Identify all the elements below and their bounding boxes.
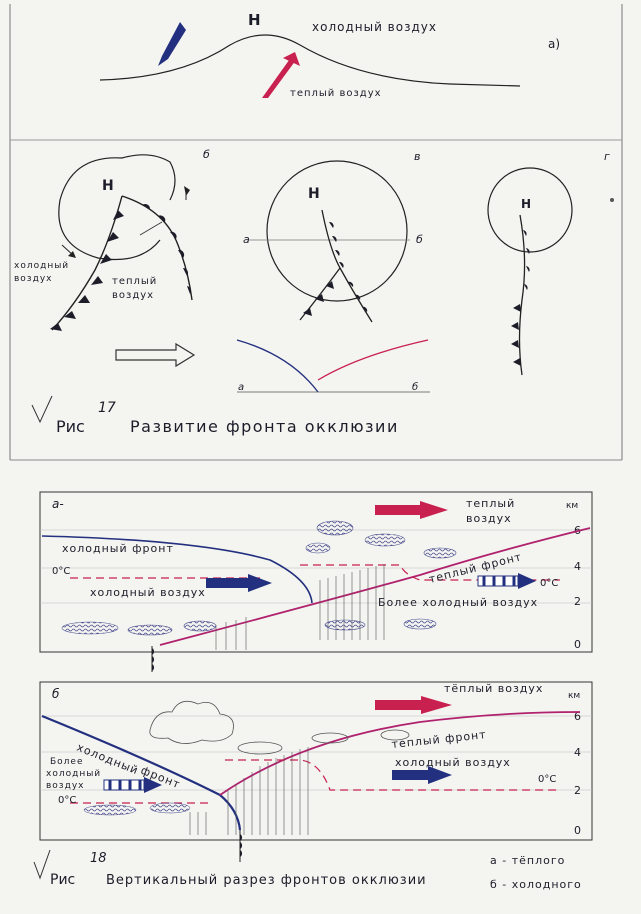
isobar-b (58, 157, 161, 261)
panel-b-low: Н (102, 178, 114, 194)
bottom-zero-c: 0°С (58, 795, 76, 806)
top-tick-2: 2 (574, 595, 581, 608)
bottom-zero-c-right: 0°С (538, 774, 556, 785)
warm-air-arrow-icon (262, 56, 296, 98)
panel-b-letter-v: в (414, 150, 420, 163)
bottom-tick-2: 2 (574, 784, 581, 797)
top-tick-0: 0 (574, 638, 581, 651)
caption-18: Рис 18 Вертикальный разрез фронтов окклю… (33, 849, 582, 891)
top-warm-air-2: воздух (466, 512, 512, 525)
top-zero-c-right: 0°С (540, 578, 558, 589)
bottom-tick-4: 4 (574, 746, 581, 759)
caption-17: Рис 17 Развитие фронта окклюзии (31, 395, 399, 436)
bottom-letter: б (52, 687, 60, 701)
isobar-v (266, 160, 408, 302)
section-top-frame (39, 491, 593, 653)
panel-b-warm-air-1: теплый (112, 276, 157, 287)
bottom-cold-air-arrow-icon (392, 766, 452, 784)
bottom-warm-front-line (219, 711, 581, 796)
sub-section-cold-line (236, 339, 319, 393)
section-top: км 6 4 2 0 (39, 491, 593, 672)
top-warm-air-1: теплый (466, 497, 515, 510)
caption-18-number: 18 (90, 851, 107, 866)
panel-a-low: Н (248, 11, 261, 29)
caption-18-text: Вертикальный разрез фронтов окклюзии (106, 873, 427, 888)
isobar-g (487, 167, 573, 253)
bottom-cold-air: холодный воздух (395, 756, 511, 769)
panel-v-low: Н (308, 186, 320, 202)
axis-a-label: а (238, 382, 244, 393)
top-warm-air-arrow-icon (375, 501, 448, 519)
section-bottom: км 6 4 2 0 (39, 681, 593, 862)
bottom-colder-2: холодный (46, 769, 101, 779)
panel-b-cold-air-1: холодный (14, 261, 69, 271)
top-letter: а- (52, 497, 64, 511)
top-warm-front-line (159, 527, 591, 646)
section-b-label: б (416, 233, 423, 246)
panel-b-diagram-b: Н холодный воздух теплый воздух б (14, 148, 210, 368)
bottom-warm-air: тёплый воздух (444, 682, 543, 695)
cold-front-b (51, 195, 123, 331)
sub-section-warm-line (317, 339, 429, 381)
bottom-colder-3: воздух (46, 781, 84, 791)
panel-b-diagram-v: Н а б в а б (236, 150, 430, 393)
panel-a-cold-air: холодный воздух (312, 20, 437, 34)
frontal-wave-line (99, 34, 521, 87)
top-cold-air: холодный воздух (90, 586, 206, 599)
panel-a-warm-air: теплый воздух (290, 88, 382, 99)
bottom-cold-front-line (41, 714, 242, 831)
bottom-colder-1: Более (50, 757, 84, 767)
panel-b-cold-air-2: воздух (14, 274, 52, 284)
caption-18-legend-b: б - холодного (490, 878, 582, 891)
cold-air-arrow-icon (158, 22, 186, 66)
top-cold-front-line (41, 535, 313, 604)
section-bottom-frame (39, 681, 593, 841)
bottom-warm-air-arrow-icon (375, 696, 452, 714)
caption-17-prefix: Рис (56, 417, 85, 436)
bottom-tick-6: 6 (574, 710, 581, 723)
panel-b-warm-air-2: воздух (112, 290, 154, 301)
bottom-colder-air-arrow-icon (103, 777, 162, 793)
axis-b-label: б (412, 381, 418, 393)
panel-b-letter-g: г (604, 150, 610, 163)
top-km-label: км (566, 501, 578, 511)
top-colder-air: Более холодный воздух (378, 596, 538, 609)
panel-g-low: Н (521, 197, 531, 211)
panel-b-letter-b: б (203, 148, 210, 161)
top-colder-air-arrow-icon (477, 573, 536, 589)
bottom-zero-isotherm (70, 759, 560, 804)
panel-a-letter: а) (548, 37, 560, 51)
caption-17-number: 17 (98, 400, 116, 416)
panel-b-diagram-g: Н г (487, 150, 614, 376)
top-zero-c: 0°С (52, 566, 70, 577)
top-cold-air-arrow-icon (206, 574, 272, 592)
caption-18-legend-a: а - тёплого (490, 854, 565, 867)
bottom-tick-0: 0 (574, 824, 581, 837)
top-cold-front: холодный фронт (62, 542, 174, 555)
top-tick-4: 4 (574, 560, 581, 573)
bottom-km-label: км (568, 691, 580, 701)
panel-a: Н холодный воздух теплый воздух а) (99, 11, 560, 99)
caption-17-text: Развитие фронта окклюзии (130, 417, 399, 436)
caption-18-prefix: Рис (50, 872, 75, 888)
section-a-label: а (243, 233, 250, 246)
movement-arrow-icon (115, 342, 196, 368)
